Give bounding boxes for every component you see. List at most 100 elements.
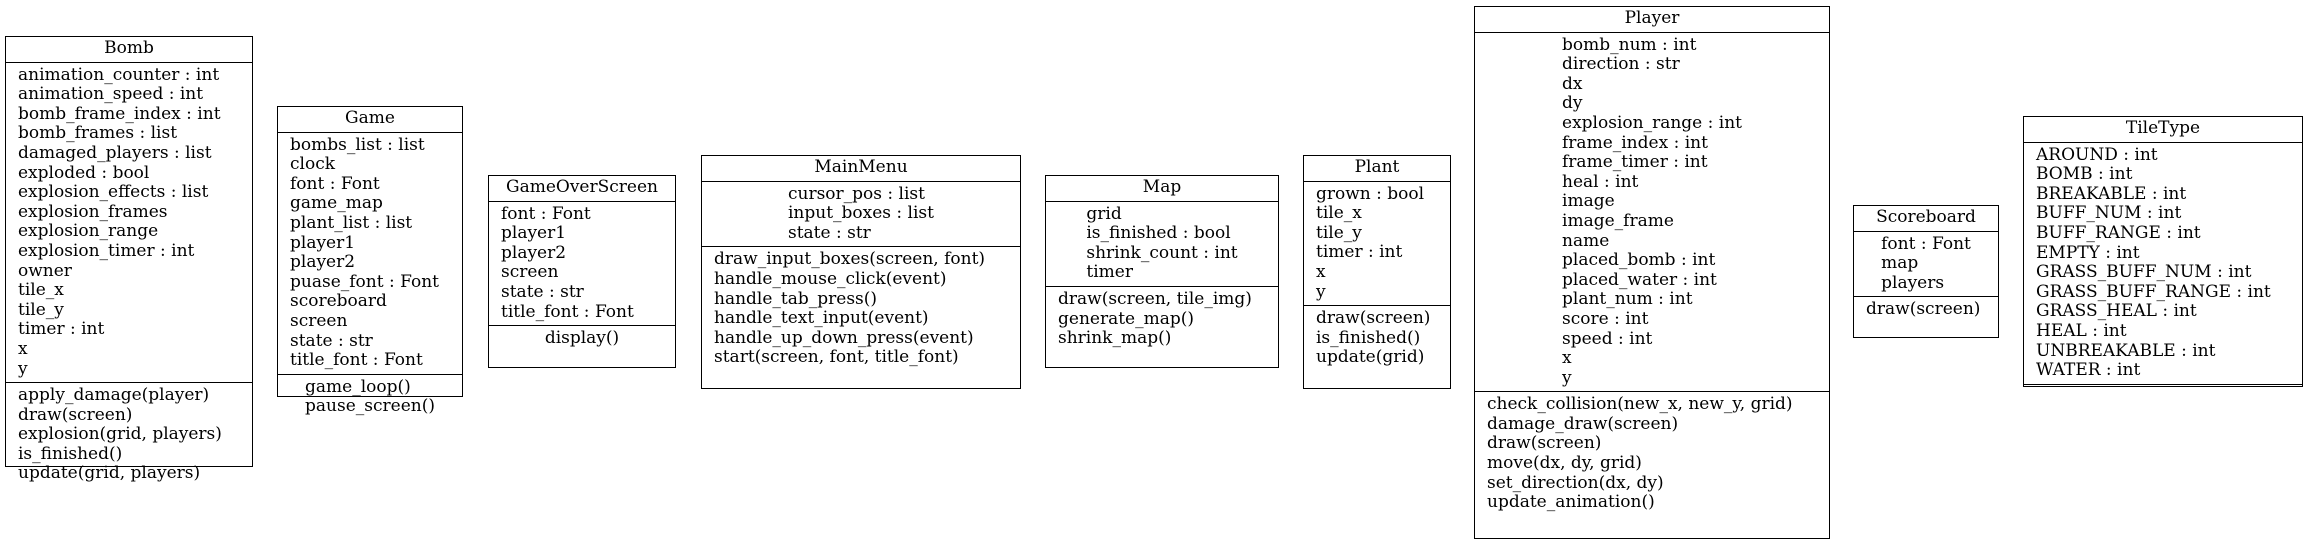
class-attribute: owner <box>18 260 72 281</box>
class-method: is_finished() <box>18 443 123 464</box>
class-attribute: timer <box>1086 262 1133 283</box>
class-attribute: x <box>1316 261 1326 282</box>
method-list: display() <box>489 326 675 352</box>
class-method: update(grid) <box>1316 347 1425 368</box>
method-list: draw(screen) <box>1854 297 1998 323</box>
class-attribute: is_finished : bool <box>1086 223 1231 244</box>
class-method: draw(screen) <box>1866 299 1981 320</box>
class-attribute: grown : bool <box>1316 183 1425 204</box>
class-attribute: input_boxes : list <box>787 203 934 224</box>
class-attribute: explosion_range <box>18 221 159 242</box>
class-attribute: bomb_frame_index : int <box>18 103 221 124</box>
class-attribute: bomb_frames : list <box>18 123 178 144</box>
method-list-inner: display() <box>545 329 619 349</box>
class-method: start(screen, font, title_font) <box>714 347 959 368</box>
class-attribute: animation_speed : int <box>18 84 204 105</box>
class-method: update(grid, players) <box>18 463 201 484</box>
class-attribute: image_frame <box>1562 210 1674 231</box>
class-attribute: state : str <box>290 330 373 351</box>
class-attribute: explosion_frames <box>18 201 168 222</box>
class-method: pause_screen() <box>305 396 435 417</box>
class-attribute: clock <box>290 154 336 175</box>
class-attribute: dy <box>1562 93 1583 114</box>
method-list: draw(screen)is_finished()update(grid) <box>1304 306 1450 371</box>
class-name: MainMenu <box>702 156 1020 182</box>
class-method: game_loop() <box>305 376 411 397</box>
class-attribute: BOMB : int <box>2036 164 2133 185</box>
class-attribute: BUFF_RANGE : int <box>2036 222 2201 243</box>
method-list: apply_damage(player)draw(screen)explosio… <box>6 383 252 487</box>
class-name: Game <box>278 107 462 133</box>
class-attribute: score : int <box>1562 308 1649 329</box>
class-attribute: placed_water : int <box>1562 269 1717 290</box>
class-method: draw(screen) <box>1487 433 1602 454</box>
class-method: update_animation() <box>1487 492 1655 513</box>
method-list: draw(screen, tile_img)generate_map()shri… <box>1046 287 1278 352</box>
class-attribute: shrink_count : int <box>1086 242 1238 263</box>
class-attribute: y <box>1316 281 1326 302</box>
class-method: set_direction(dx, dy) <box>1487 472 1664 493</box>
class-method: draw(screen) <box>1316 308 1431 329</box>
class-attribute: AROUND : int <box>2036 144 2158 165</box>
class-attribute: screen <box>501 262 559 283</box>
class-attribute: name <box>1562 230 1610 251</box>
class-method: check_collision(new_x, new_y, grid) <box>1487 394 1793 415</box>
class-method: draw(screen) <box>18 404 133 425</box>
class-attribute: game_map <box>290 193 383 214</box>
class-method: is_finished() <box>1316 327 1421 348</box>
class-attribute: player2 <box>501 242 567 263</box>
class-attribute: state : str <box>787 222 871 243</box>
method-list-inner: game_loop()pause_screen() <box>305 376 435 417</box>
class-method: shrink_map() <box>1058 328 1172 349</box>
class-attribute: bombs_list : list <box>290 134 425 155</box>
class-name: Bomb <box>6 37 252 63</box>
class-attribute: player2 <box>290 252 356 273</box>
class-attribute: placed_bomb : int <box>1562 250 1716 271</box>
class-attribute: direction : str <box>1562 54 1680 75</box>
class-attribute: player1 <box>290 232 356 253</box>
class-attribute: screen <box>290 310 348 331</box>
class-attribute: plant_list : list <box>290 212 413 233</box>
class-attribute: y <box>1562 367 1572 388</box>
class-attribute: GRASS_BUFF_RANGE : int <box>2036 281 2271 302</box>
class-method: handle_up_down_press(event) <box>714 327 974 348</box>
class-name: Plant <box>1304 156 1450 182</box>
class-attribute: dx <box>1562 73 1583 94</box>
class-attribute: frame_index : int <box>1562 132 1708 153</box>
method-list: draw_input_boxes(screen, font)handle_mou… <box>702 247 1020 371</box>
class-name: Map <box>1046 176 1278 202</box>
class-attribute: exploded : bool <box>18 162 150 183</box>
class-attribute: speed : int <box>1562 328 1653 349</box>
class-attribute: players <box>1881 272 1945 293</box>
class-method: handle_tab_press() <box>714 288 878 309</box>
class-attribute: x <box>1562 348 1572 369</box>
class-attribute: puase_font : Font <box>290 271 439 292</box>
method-list <box>2024 385 2302 391</box>
class-attribute: plant_num : int <box>1562 289 1693 310</box>
class-attribute: UNBREAKABLE : int <box>2036 340 2216 361</box>
class-name: Scoreboard <box>1854 206 1998 232</box>
class-method: draw_input_boxes(screen, font) <box>714 249 986 270</box>
class-attribute: tile_x <box>1316 203 1362 224</box>
class-attribute: GRASS_HEAL : int <box>2036 301 2197 322</box>
class-method: generate_map() <box>1058 308 1195 329</box>
class-attribute: cursor_pos : list <box>787 183 925 204</box>
class-method: handle_mouse_click(event) <box>714 268 947 289</box>
class-attribute: y <box>18 358 28 379</box>
